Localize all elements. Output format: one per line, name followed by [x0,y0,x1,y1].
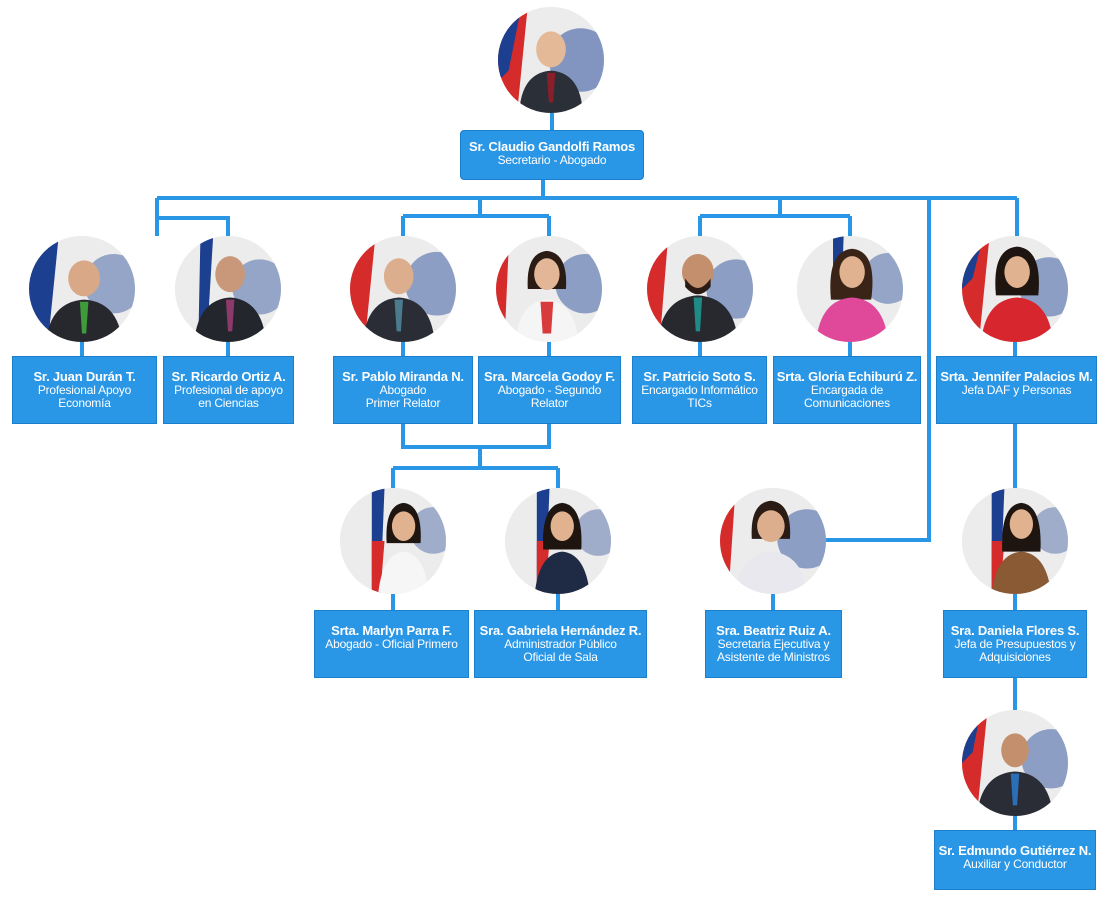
photo-gabriela [505,488,611,594]
name-daniela: Sra. Daniela Flores S. [950,623,1080,638]
name-gabriela: Sra. Gabriela Hernández R. [479,623,642,638]
connector-relator-bracket [401,424,551,449]
photo-gloria [797,236,903,342]
role-claudio: Secretario - Abogado [497,153,607,167]
role-gloria-2: Comunicaciones [804,396,890,410]
photo-claudio [498,7,604,113]
photo-juan [29,236,135,342]
photo-ricardo [175,236,281,342]
card-beatriz: Sra. Beatriz Ruiz A. Secretaria Ejecutiv… [705,610,842,678]
role-beatriz-2: Asistente de Ministros [717,650,830,664]
name-jennifer: Srta. Jennifer Palacios M. [940,369,1093,384]
role-daniela-2: Adquisiciones [979,650,1051,664]
connector-pablo-marcela [401,198,551,236]
card-jennifer: Srta. Jennifer Palacios M. Jefa DAF y Pe… [936,356,1097,424]
card-marcela: Sra. Marcela Godoy F. Abogado - Segundo … [478,356,621,424]
card-claudio: Sr. Claudio Gandolfi Ramos Secretario - … [460,130,644,180]
role-pablo-2: Primer Relator [365,396,441,410]
role-daniela-1: Jefa de Presupuestos y [954,637,1076,651]
role-patricio-1: Encargado Informático [641,383,758,397]
name-marcela: Sra. Marcela Godoy F. [484,369,615,384]
role-marcela-1: Abogado - Segundo [497,383,602,397]
role-juan-2: Economía [58,396,111,410]
name-pablo: Sr. Pablo Miranda N. [342,369,464,384]
name-gloria: Srta. Gloria Echiburú Z. [776,369,918,384]
name-patricio: Sr. Patricio Soto S. [643,369,756,384]
role-gabriela-2: Oficial de Sala [523,650,598,664]
photo-edmundo [962,710,1068,816]
photo-marcela [496,236,602,342]
card-edmundo: Sr. Edmundo Gutiérrez N. Auxiliar y Cond… [934,830,1096,890]
role-marcela-2: Relator [530,396,569,410]
card-daniela: Sra. Daniela Flores S. Jefa de Presupues… [943,610,1087,678]
name-edmundo: Sr. Edmundo Gutiérrez N. [938,843,1092,858]
name-claudio: Sr. Claudio Gandolfi Ramos [469,139,635,154]
card-pablo: Sr. Pablo Miranda N. Abogado Primer Rela… [333,356,473,424]
connector-juan-ricardo [155,198,230,236]
role-gloria-1: Encargada de [810,383,884,397]
name-beatriz: Sra. Beatriz Ruiz A. [716,623,831,638]
card-ricardo: Sr. Ricardo Ortiz A. Profesional de apoy… [163,356,294,424]
role-ricardo-2: en Ciencias [198,396,259,410]
card-marlyn: Srta. Marlyn Parra F. Abogado - Oficial … [314,610,469,678]
role-jennifer-1: Jefa DAF y Personas [961,383,1072,397]
role-ricardo-1: Profesional de apoyo [174,383,283,397]
name-ricardo: Sr. Ricardo Ortiz A. [171,369,286,384]
connector-marlyn-gabriela [391,447,560,488]
card-gabriela: Sra. Gabriela Hernández R. Administrador… [474,610,647,678]
photo-daniela [962,488,1068,594]
role-beatriz-1: Secretaria Ejecutiva y [717,637,830,651]
role-pablo-1: Abogado [379,383,427,397]
role-marlyn-1: Abogado - Oficial Primero [325,637,458,651]
card-juan: Sr. Juan Durán T. Profesional Apoyo Econ… [12,356,157,424]
connector-patricio-gloria [698,198,852,236]
photo-pablo [350,236,456,342]
role-juan-1: Profesional Apoyo [37,383,132,397]
name-juan: Sr. Juan Durán T. [33,369,136,384]
connector-beatriz [826,198,931,542]
role-edmundo-1: Auxiliar y Conductor [963,857,1067,871]
role-gabriela-1: Administrador Público [504,637,617,651]
photo-patricio [647,236,753,342]
card-patricio: Sr. Patricio Soto S. Encargado Informáti… [632,356,767,424]
name-marlyn: Srta. Marlyn Parra F. [331,623,452,638]
role-patricio-2: TICs [687,396,712,410]
photo-beatriz [720,488,826,594]
card-gloria: Srta. Gloria Echiburú Z. Encargada de Co… [773,356,921,424]
photo-jennifer [962,236,1068,342]
photo-marlyn [340,488,446,594]
